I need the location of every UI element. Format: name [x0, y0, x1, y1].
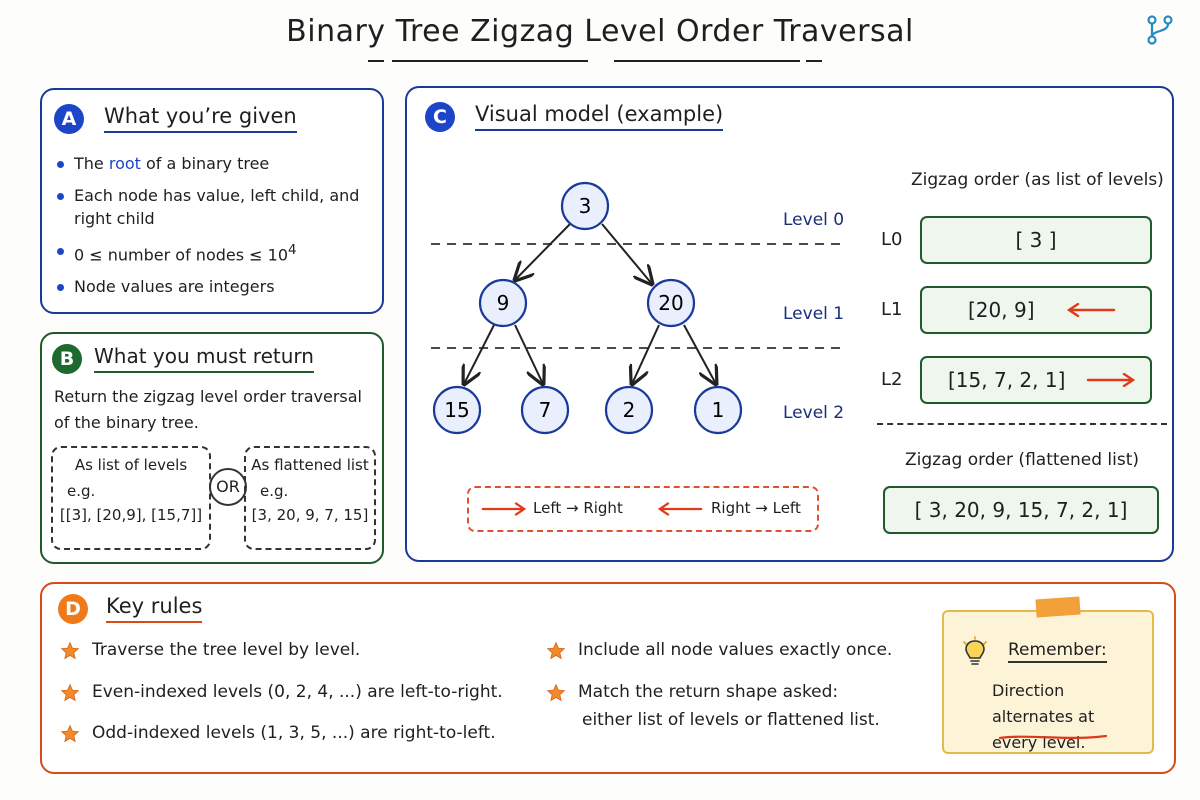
svg-text:1: 1 — [712, 398, 725, 422]
level-row-value: [20, 9] — [968, 298, 1035, 322]
option-list-of-levels: As list of levels e.g. [[3], [20,9], [15… — [51, 446, 211, 550]
svg-text:15: 15 — [444, 398, 469, 422]
title-underline — [614, 60, 800, 62]
svg-text:3: 3 — [579, 194, 592, 218]
tree-node: 2 — [604, 385, 654, 435]
option-flattened: As flattened list e.g. [3, 20, 9, 7, 15] — [244, 446, 376, 550]
branch-icon — [1147, 15, 1173, 45]
star-icon — [546, 641, 566, 660]
panel-visual-model: C Visual model (example) 3 9 20 15 — [405, 86, 1174, 562]
level-label: Level 2 — [783, 403, 845, 423]
star-icon — [546, 683, 566, 702]
tree-node: 20 — [646, 278, 696, 328]
tree-node: 9 — [478, 278, 528, 328]
badge-a: A — [54, 104, 84, 134]
direction-legend: Left → Right Right → Left — [467, 486, 819, 532]
given-list: The root of a binary tree Each node has … — [56, 152, 376, 307]
level-row-value: [15, 7, 2, 1] — [948, 368, 1066, 392]
option-example: [3, 20, 9, 7, 15] — [251, 506, 369, 524]
panel-key-rules: D Key rules Traverse the tree level by l… — [40, 582, 1176, 774]
root-term: root — [108, 154, 141, 173]
star-icon — [60, 683, 80, 702]
level-tag: L0 — [881, 229, 903, 250]
tree-edge — [683, 324, 716, 384]
level-row-value: [ 3 ] — [1015, 228, 1057, 252]
star-icon — [60, 724, 80, 743]
level-label: Level 0 — [783, 210, 845, 230]
rule-item: Traverse the tree level by level. — [92, 640, 361, 660]
level-row-box: [20, 9] — [920, 286, 1152, 334]
tree-diagram: 3 9 20 15 7 2 1 — [431, 181, 843, 435]
tree-node: 3 — [560, 181, 610, 231]
star-icon — [60, 641, 80, 660]
lightbulb-icon — [963, 636, 987, 665]
return-description: Return the zigzag level order traversal … — [54, 387, 362, 432]
note-title: Remember: — [1008, 640, 1107, 663]
badge-b: B — [52, 344, 82, 374]
panel-given: A What you’re given The root of a binary… — [40, 88, 384, 314]
arrow-left-icon — [657, 502, 703, 516]
zigzag-levels-heading: Zigzag order (as list of levels) — [911, 170, 1164, 190]
panel-a-title: What you’re given — [104, 104, 297, 133]
legend-ltr: Left → Right — [533, 499, 623, 517]
panel-return: B What you must return Return the zigzag… — [40, 332, 384, 564]
page-title: Binary Tree Zigzag Level Order Traversal — [286, 14, 914, 49]
panel-c-title: Visual model (example) — [475, 102, 724, 131]
panel-b-title: What you must return — [94, 344, 314, 373]
option-eg: e.g. — [67, 482, 96, 500]
or-badge: OR — [209, 468, 247, 506]
panel-d-title: Key rules — [106, 594, 203, 623]
level-row-box: [ 3 ] — [920, 216, 1152, 264]
tree-edge — [464, 324, 495, 384]
note-body: Direction alternates at every level. — [992, 681, 1095, 752]
rule-item-continued: either list of levels or flattened list. — [582, 710, 880, 730]
rule-item: Even-indexed levels (0, 2, 4, ...) are l… — [92, 682, 503, 702]
title-underline — [368, 60, 384, 62]
tree-edge — [515, 223, 571, 280]
level-label: Level 1 — [783, 304, 845, 324]
rule-item: Odd-indexed levels (1, 3, 5, ...) are ri… — [92, 723, 496, 743]
tree-edge — [514, 324, 543, 384]
badge-c: C — [425, 102, 455, 132]
level-row-box: [15, 7, 2, 1] — [920, 356, 1152, 404]
given-item: The root of a binary tree — [56, 152, 376, 175]
note-underline — [998, 734, 1108, 740]
flattened-result: [ 3, 20, 9, 15, 7, 2, 1] — [883, 486, 1159, 534]
title-underline — [392, 60, 588, 62]
svg-text:7: 7 — [539, 398, 552, 422]
arrow-left-icon — [1066, 303, 1116, 317]
level-tag: L2 — [881, 369, 903, 390]
svg-text:2: 2 — [623, 398, 636, 422]
option-heading: As list of levels — [74, 456, 188, 474]
svg-text:20: 20 — [658, 291, 683, 315]
arrow-right-icon — [1086, 373, 1136, 387]
tree-edge — [601, 223, 652, 284]
tree-node: 15 — [432, 385, 482, 435]
option-heading: As flattened list — [251, 456, 369, 474]
zigzag-flat-heading: Zigzag order (flattened list) — [905, 450, 1140, 470]
tree-node: 1 — [693, 385, 743, 435]
tape-strip — [1035, 596, 1081, 618]
rule-item: Include all node values exactly once. — [578, 640, 893, 660]
rule-item: Match the return shape asked: — [578, 682, 839, 702]
option-eg: e.g. — [260, 482, 289, 500]
given-item: 0 ≤ number of nodes ≤ 104 — [56, 239, 376, 266]
section-divider — [877, 423, 1167, 425]
remember-note: Remember: Direction alternates at every … — [942, 596, 1154, 754]
legend-rtl: Right → Left — [711, 499, 801, 517]
arrow-right-icon — [481, 502, 527, 516]
level-tag: L1 — [881, 299, 903, 320]
option-example: [[3], [20,9], [15,7]] — [59, 506, 203, 524]
tree-edge — [632, 324, 660, 384]
svg-text:9: 9 — [497, 291, 510, 315]
tree-node: 7 — [520, 385, 570, 435]
given-item: Each node has value, left child, and rig… — [56, 184, 376, 230]
badge-d: D — [58, 594, 88, 624]
title-underline — [806, 60, 822, 62]
given-item: Node values are integers — [56, 275, 376, 298]
